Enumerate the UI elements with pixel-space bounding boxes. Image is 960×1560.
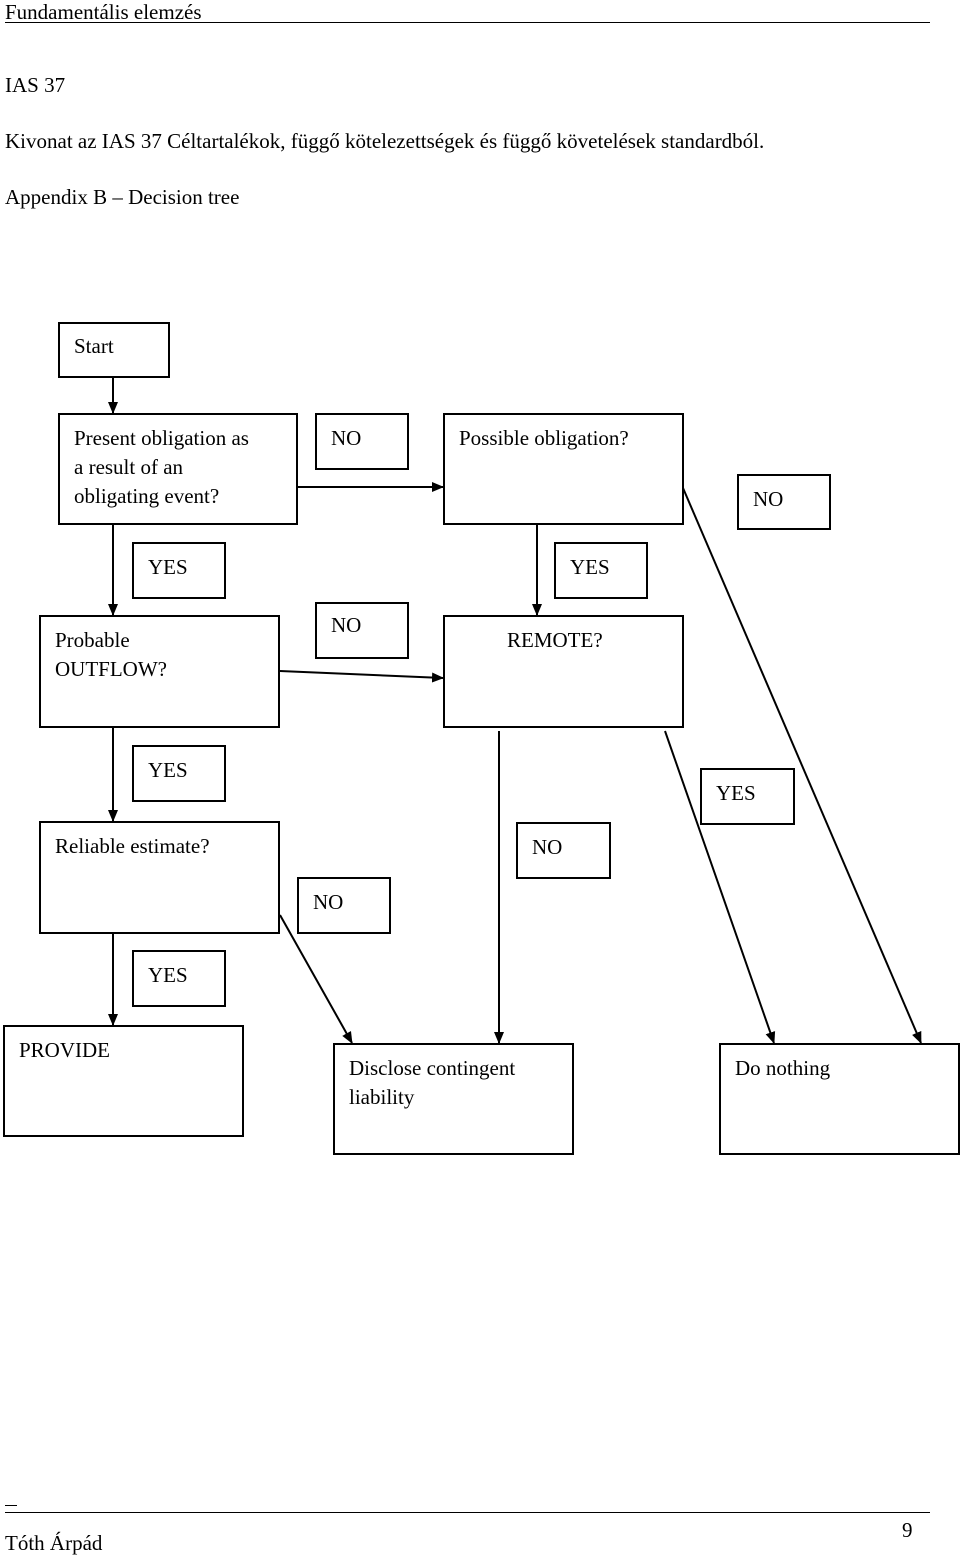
start-label: Start bbox=[74, 334, 114, 358]
do-nothing-box: Do nothing bbox=[719, 1043, 960, 1155]
arrow-reliable-to-disclose bbox=[279, 914, 353, 1044]
provide-box: PROVIDE bbox=[3, 1025, 244, 1137]
page-number: 9 bbox=[902, 1518, 913, 1542]
label-no-present: NO bbox=[315, 413, 409, 470]
footer-dash bbox=[5, 1505, 17, 1506]
label-no-reliable: NO bbox=[297, 877, 391, 934]
footer-rule bbox=[5, 1512, 930, 1513]
label-yes-present: YES bbox=[132, 542, 226, 599]
probable-outflow-box: Probable OUTFLOW? bbox=[39, 615, 280, 728]
header-rule bbox=[5, 22, 930, 23]
document-heading: IAS 37 bbox=[5, 73, 66, 97]
arrow-possible-to-nothing bbox=[682, 487, 922, 1044]
reliable-estimate-box: Reliable estimate? bbox=[39, 821, 280, 934]
label-no-remote: NO bbox=[516, 822, 611, 879]
remote-question: REMOTE? bbox=[507, 628, 603, 652]
label-yes-remote: YES bbox=[700, 768, 795, 825]
probable-outflow-question: Probable OUTFLOW? bbox=[55, 628, 167, 681]
possible-obligation-question: Possible obligation? bbox=[459, 426, 629, 450]
possible-obligation-box: Possible obligation? bbox=[443, 413, 684, 525]
disclose-box: Disclose contingent liability bbox=[333, 1043, 574, 1155]
label-yes-possible: YES bbox=[554, 542, 648, 599]
label-yes-probable: YES bbox=[132, 745, 226, 802]
label-yes-reliable: YES bbox=[132, 950, 226, 1007]
appendix-title: Appendix B – Decision tree bbox=[5, 185, 240, 209]
disclose-outcome: Disclose contingent liability bbox=[349, 1056, 516, 1109]
arrow-probable-to-remote bbox=[279, 670, 444, 683]
running-header: Fundamentális elemzés bbox=[5, 0, 202, 24]
label-no-possible: NO bbox=[737, 474, 831, 530]
footer-author: Tóth Árpád bbox=[5, 1531, 103, 1555]
present-obligation-box: Present obligation as a result of an obl… bbox=[58, 413, 298, 525]
present-obligation-question: Present obligation as a result of an obl… bbox=[74, 426, 249, 508]
label-no-probable: NO bbox=[315, 602, 409, 659]
remote-box: REMOTE? bbox=[443, 615, 684, 728]
reliable-estimate-question: Reliable estimate? bbox=[55, 834, 210, 858]
do-nothing-outcome: Do nothing bbox=[735, 1056, 831, 1080]
intro-text: Kivonat az IAS 37 Céltartalékok, függő k… bbox=[5, 129, 765, 153]
provide-outcome: PROVIDE bbox=[19, 1038, 111, 1062]
start-box: Start bbox=[58, 322, 170, 378]
arrow-remote-to-nothing bbox=[664, 730, 776, 1044]
